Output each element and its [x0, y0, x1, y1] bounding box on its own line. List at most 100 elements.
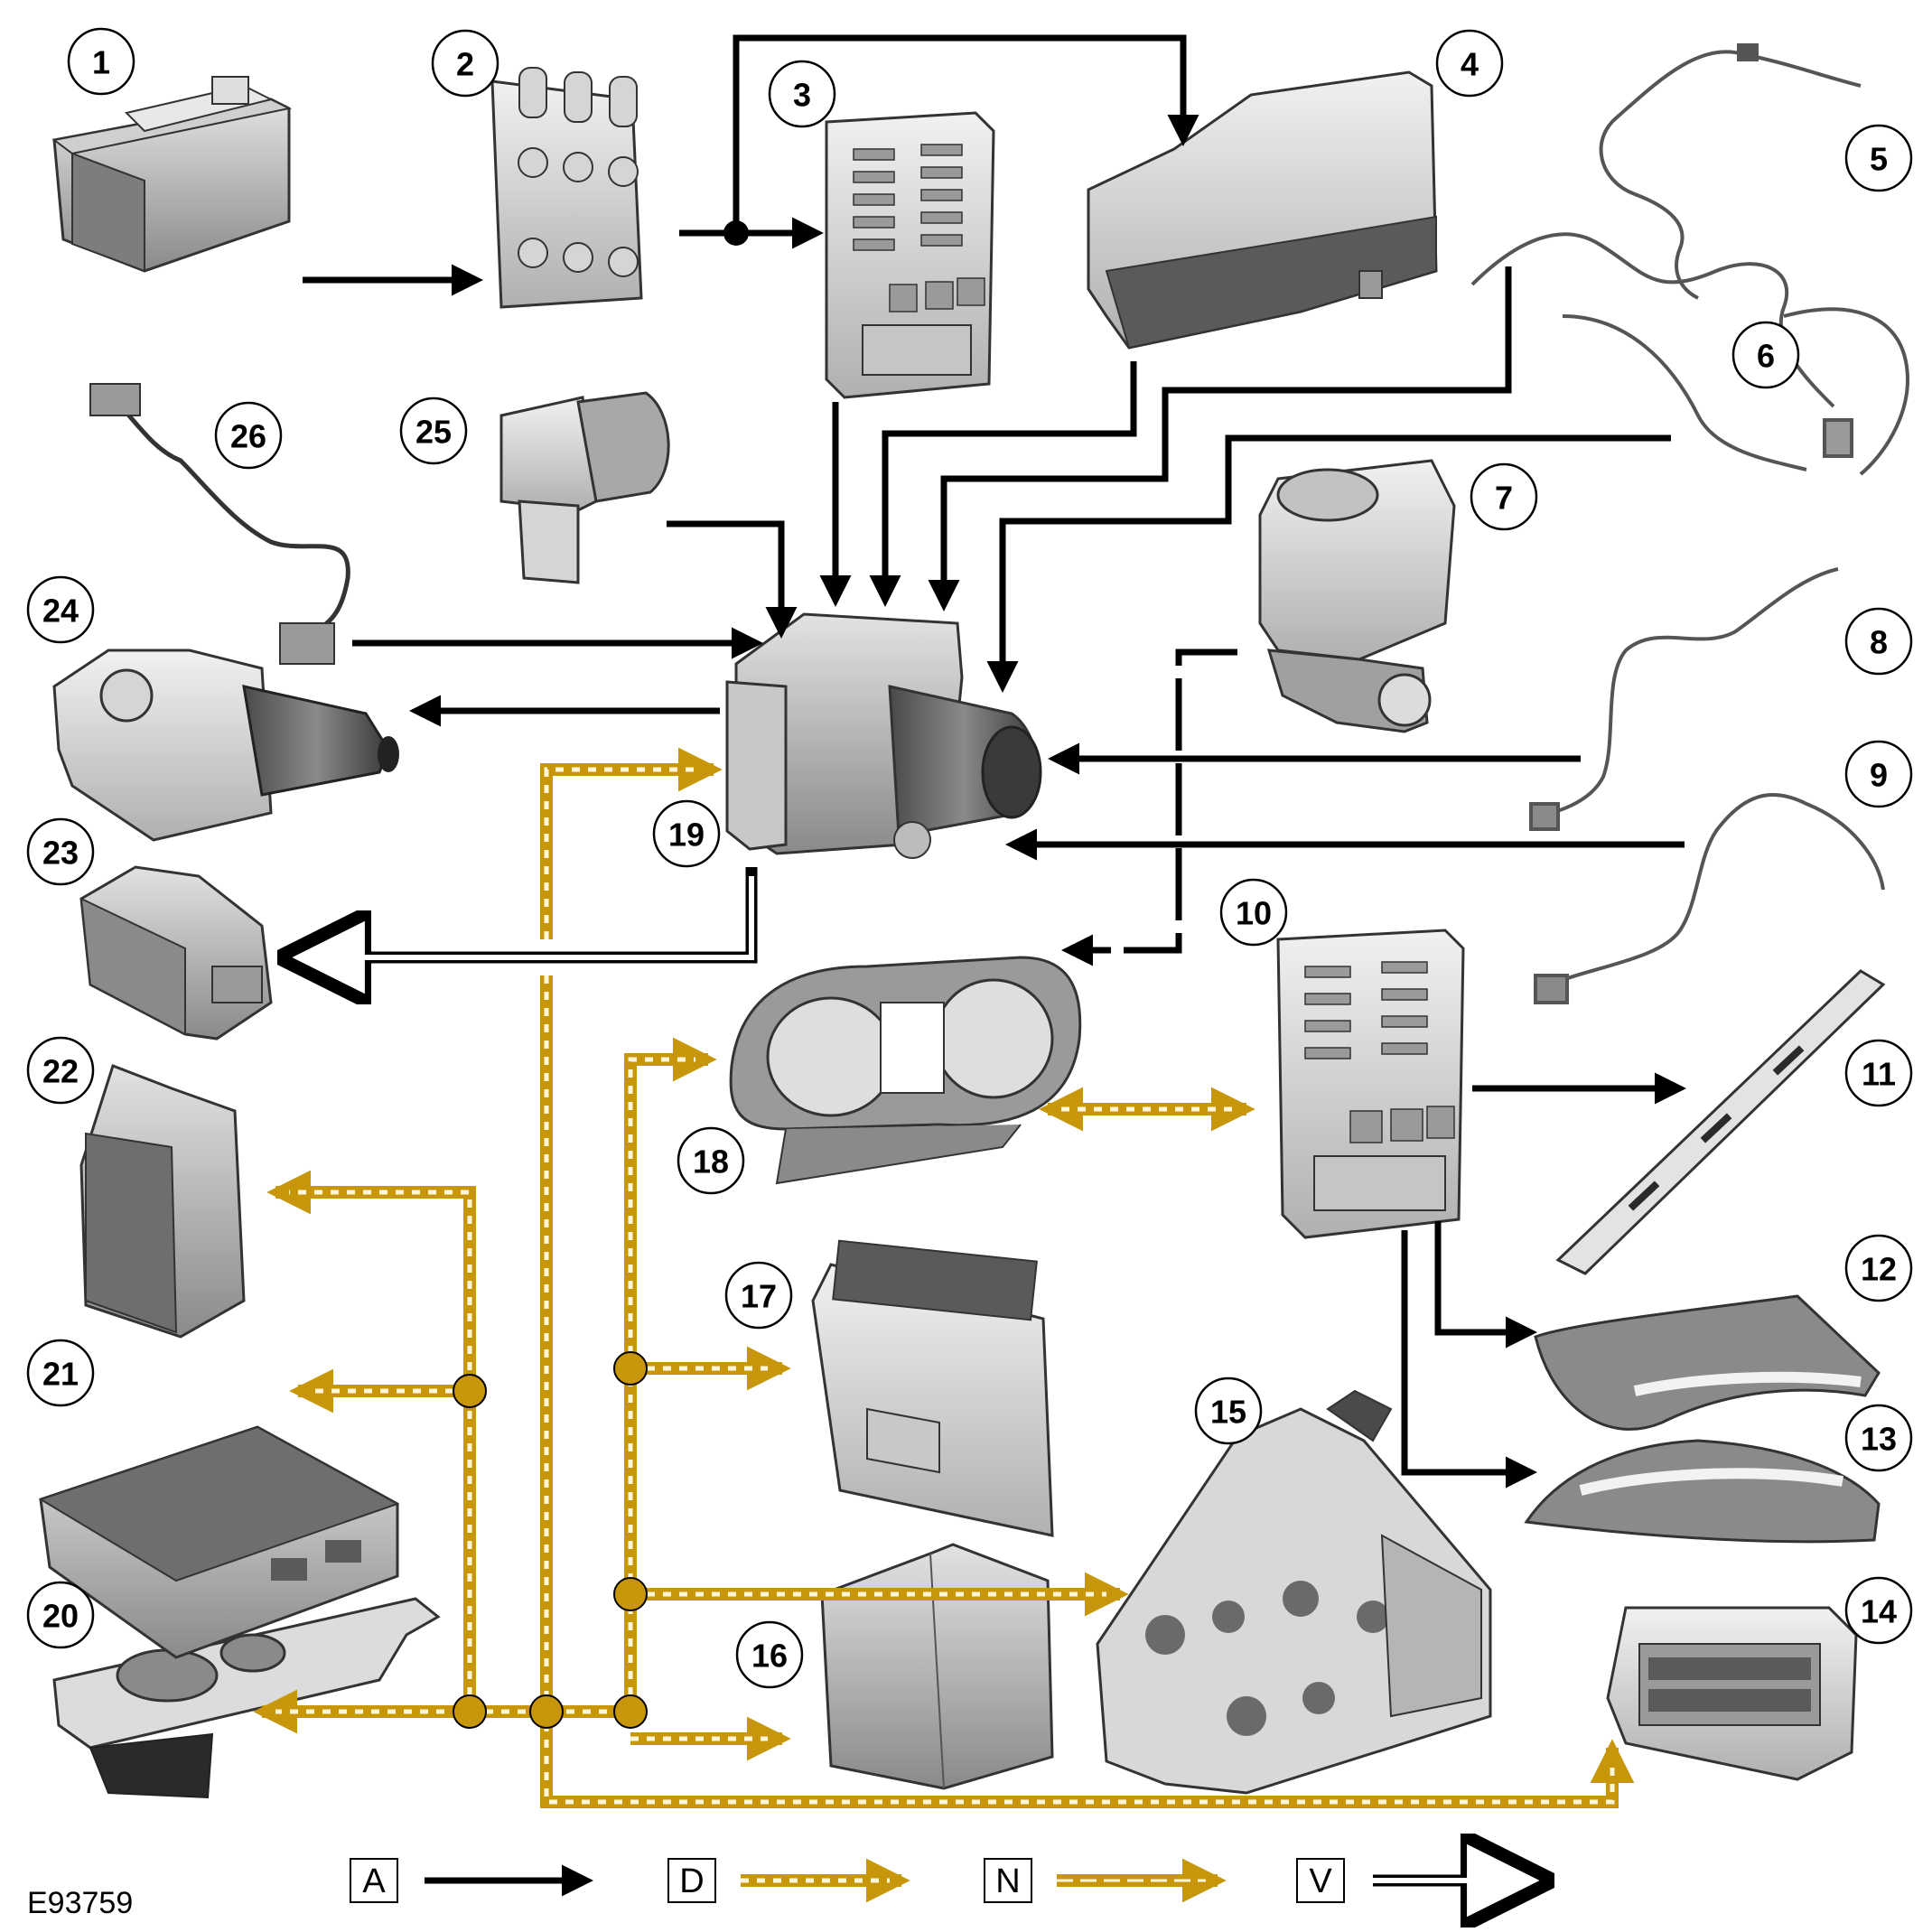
callout-16: 16	[735, 1620, 804, 1689]
legend-key-d: D	[679, 1862, 704, 1900]
callout-label: 26	[230, 418, 266, 455]
legend-item-a: A	[350, 1858, 593, 1903]
callout-circle	[677, 1126, 745, 1195]
callout-circle	[1844, 607, 1913, 676]
callout-circle	[399, 397, 468, 465]
instrument-cluster	[729, 956, 1082, 1185]
fuse-link-block	[490, 67, 643, 309]
control-module-22	[79, 1064, 246, 1339]
callout-circle	[1470, 462, 1538, 531]
callout-21: 21	[26, 1339, 95, 1407]
legend-key-n: N	[995, 1862, 1020, 1900]
harness-26	[89, 383, 350, 665]
legend-item-d: D	[667, 1858, 910, 1903]
callout-23: 23	[26, 817, 95, 886]
legend: A D N V	[350, 1859, 1535, 1902]
transmission-control-unit	[1096, 1389, 1492, 1795]
callout-3: 3	[768, 60, 836, 128]
callout-circle	[1844, 740, 1913, 808]
callout-circle	[1435, 29, 1504, 98]
callout-circle	[26, 817, 95, 886]
callout-circle	[1194, 1377, 1263, 1445]
wheel-speed-sensor-8	[1529, 567, 1839, 831]
actuator-motor	[52, 649, 399, 842]
callout-label: 13	[1861, 1421, 1897, 1458]
callout-label: 25	[415, 414, 452, 451]
callout-label: 4	[1461, 46, 1479, 83]
diagnostic-connector	[1606, 1606, 1858, 1781]
gold-junctions	[453, 1351, 648, 1729]
legend-key-v: V	[1309, 1862, 1332, 1900]
control-module-21	[38, 1425, 400, 1659]
callout-label: 23	[42, 835, 79, 872]
fuse-box-3	[825, 111, 995, 399]
callout-label: 12	[1861, 1251, 1897, 1288]
callout-circle	[214, 401, 283, 470]
callout-13: 13	[1844, 1404, 1913, 1472]
callout-10: 10	[1219, 878, 1288, 947]
wheel-speed-sensor-9	[1534, 793, 1885, 1004]
yaw-rate-sensor	[79, 865, 273, 1041]
callout-11: 11	[1844, 1039, 1913, 1107]
brake-master-cylinder	[1258, 459, 1456, 733]
callout-20: 20	[26, 1581, 95, 1649]
callout-label: 19	[668, 817, 705, 854]
callout-label: 7	[1495, 480, 1513, 517]
led-light-strip	[1555, 969, 1886, 1275]
callout-label: 16	[751, 1638, 788, 1675]
abs-module	[725, 612, 1042, 859]
fuse-box-10	[1276, 929, 1465, 1239]
figure-reference: E93759	[27, 1886, 133, 1920]
callout-26: 26	[214, 401, 283, 470]
callout-label: 17	[741, 1278, 777, 1315]
callout-12: 12	[1844, 1234, 1913, 1302]
legend-item-n: N	[984, 1858, 1227, 1903]
callout-7: 7	[1470, 462, 1538, 531]
callout-4: 4	[1435, 29, 1504, 98]
callout-circle	[735, 1620, 804, 1689]
callout-circle	[1844, 1576, 1913, 1645]
callout-19: 19	[652, 799, 721, 868]
callout-22: 22	[26, 1036, 95, 1105]
callout-circle	[1844, 124, 1913, 192]
callout-label: 9	[1870, 757, 1888, 794]
callout-label: 22	[42, 1053, 79, 1090]
switch-pack	[52, 1597, 441, 1799]
callout-circle	[652, 799, 721, 868]
callout-1: 1	[67, 27, 135, 96]
callout-circle	[1844, 1404, 1913, 1472]
callout-circle	[1844, 1234, 1913, 1302]
callout-circle	[26, 1339, 95, 1407]
rear-lamp-13	[1524, 1439, 1881, 1544]
callout-18: 18	[677, 1126, 745, 1195]
wire-routes-v	[296, 867, 758, 957]
callout-label: 14	[1861, 1593, 1897, 1630]
callout-14: 14	[1844, 1576, 1913, 1645]
callout-label: 3	[793, 77, 811, 114]
callout-label: 2	[456, 46, 474, 83]
wire-junction-dot	[723, 220, 749, 246]
battery	[51, 76, 293, 273]
callout-circle	[431, 29, 499, 98]
callout-5: 5	[1844, 124, 1913, 192]
callout-24: 24	[26, 575, 95, 644]
callout-label: 8	[1870, 624, 1888, 661]
callout-circle	[26, 1036, 95, 1105]
pressure-sensor	[499, 391, 670, 584]
callout-8: 8	[1844, 607, 1913, 676]
engine-control-module	[811, 1239, 1054, 1537]
callout-label: 1	[92, 44, 110, 81]
callout-circle	[1219, 878, 1288, 947]
callout-label: 11	[1862, 1056, 1896, 1093]
callout-6: 6	[1731, 321, 1800, 389]
callout-circle	[26, 1581, 95, 1649]
control-module-4	[1087, 70, 1438, 350]
sensor-harness-5	[1599, 43, 1862, 300]
callout-label: 20	[42, 1598, 79, 1635]
callout-label: 18	[693, 1143, 729, 1181]
wire-routes-black	[303, 34, 1686, 1489]
callout-circle	[67, 27, 135, 96]
